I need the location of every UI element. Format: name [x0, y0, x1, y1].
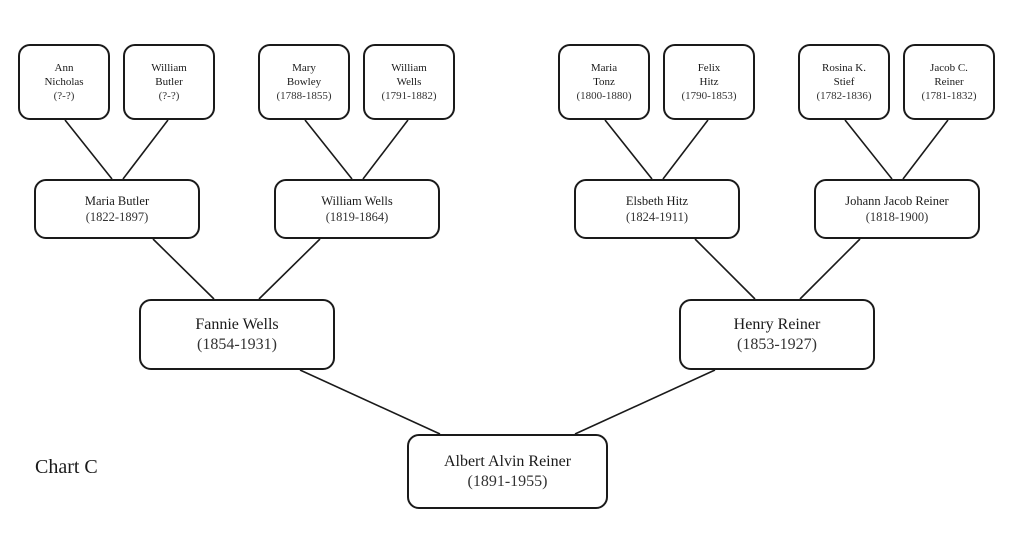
person-name: Maria [590, 62, 618, 74]
person-years: (1818-1900) [865, 210, 929, 224]
connector [604, 119, 653, 180]
person-box-henry-reiner[interactable]: Henry Reiner (1853-1927) [679, 299, 875, 370]
person-name: William [151, 62, 187, 74]
connector [694, 238, 756, 300]
person-years: (1824-1911) [625, 210, 689, 224]
connector [799, 238, 861, 300]
person-years: (?-?) [53, 90, 75, 102]
person-name: Jacob C. [930, 62, 968, 74]
person-box-fannie-wells[interactable]: Fannie Wells (1854-1931) [139, 299, 335, 370]
person-years: (1788-1855) [276, 90, 332, 102]
person-box-johann-jacob-reiner[interactable]: Johann Jacob Reiner (1818-1900) [814, 179, 980, 239]
connector [574, 369, 716, 435]
connector [902, 119, 949, 180]
person-years: (1800-1880) [576, 90, 632, 102]
person-years: (1891-1955) [467, 472, 548, 490]
person-box-albert-alvin-reiner[interactable]: Albert Alvin Reiner (1891-1955) [407, 434, 608, 509]
person-years: (1781-1832) [921, 90, 977, 102]
chart-label: Chart C [35, 456, 98, 478]
person-box-maria-butler[interactable]: Maria Butler (1822-1897) [34, 179, 200, 239]
person-name: Stief [833, 76, 855, 88]
person-name: Albert Alvin Reiner [443, 452, 572, 470]
person-years: (1790-1853) [681, 90, 737, 102]
person-box-mary-bowley[interactable]: Mary Bowley (1788-1855) [258, 44, 350, 120]
person-years: (1819-1864) [325, 210, 389, 224]
connector [844, 119, 893, 180]
person-name: Reiner [934, 76, 964, 88]
person-box-jacob-reiner[interactable]: Jacob C. Reiner (1781-1832) [903, 44, 995, 120]
connector [662, 119, 709, 180]
person-name: Tonz [593, 76, 615, 88]
person-name: Johann Jacob Reiner [845, 194, 949, 208]
person-box-william-wells[interactable]: William Wells (1819-1864) [274, 179, 440, 239]
person-name: Bowley [286, 76, 322, 88]
person-years: (1822-1897) [85, 210, 149, 224]
person-name: Rosina K. [822, 62, 866, 74]
person-box-maria-tonz[interactable]: Maria Tonz (1800-1880) [558, 44, 650, 120]
person-years: (1853-1927) [737, 335, 817, 353]
person-name: Elsbeth Hitz [625, 194, 689, 208]
connector [64, 119, 113, 180]
person-box-rosina-stief[interactable]: Rosina K. Stief (1782-1836) [798, 44, 890, 120]
connector [362, 119, 409, 180]
connector [304, 119, 353, 180]
person-box-ann-nicholas[interactable]: Ann Nicholas (?-?) [18, 44, 110, 120]
person-name: William Wells [321, 194, 393, 208]
connector [258, 238, 321, 300]
connector [152, 238, 215, 300]
person-name: Ann [54, 62, 74, 74]
person-box-william-butler[interactable]: William Butler (?-?) [123, 44, 215, 120]
person-name: William [391, 62, 427, 74]
person-years: (?-?) [158, 90, 180, 102]
person-name: Henry Reiner [733, 315, 821, 333]
person-name: Nicholas [44, 76, 84, 88]
person-name: Hitz [699, 76, 719, 88]
person-box-felix-hitz[interactable]: Felix Hitz (1790-1853) [663, 44, 755, 120]
person-years: (1782-1836) [816, 90, 872, 102]
person-name: Fannie Wells [195, 315, 279, 333]
person-name: Wells [396, 76, 422, 88]
person-name: Felix [697, 62, 721, 74]
person-name: Mary [292, 62, 316, 74]
connector [299, 369, 441, 435]
person-years: (1854-1931) [197, 335, 277, 353]
person-name: Maria Butler [84, 194, 150, 208]
connector [122, 119, 169, 180]
person-box-elsbeth-hitz[interactable]: Elsbeth Hitz (1824-1911) [574, 179, 740, 239]
person-years: (1791-1882) [381, 90, 437, 102]
person-box-william-wells-sr[interactable]: William Wells (1791-1882) [363, 44, 455, 120]
person-name: Butler [155, 76, 183, 88]
